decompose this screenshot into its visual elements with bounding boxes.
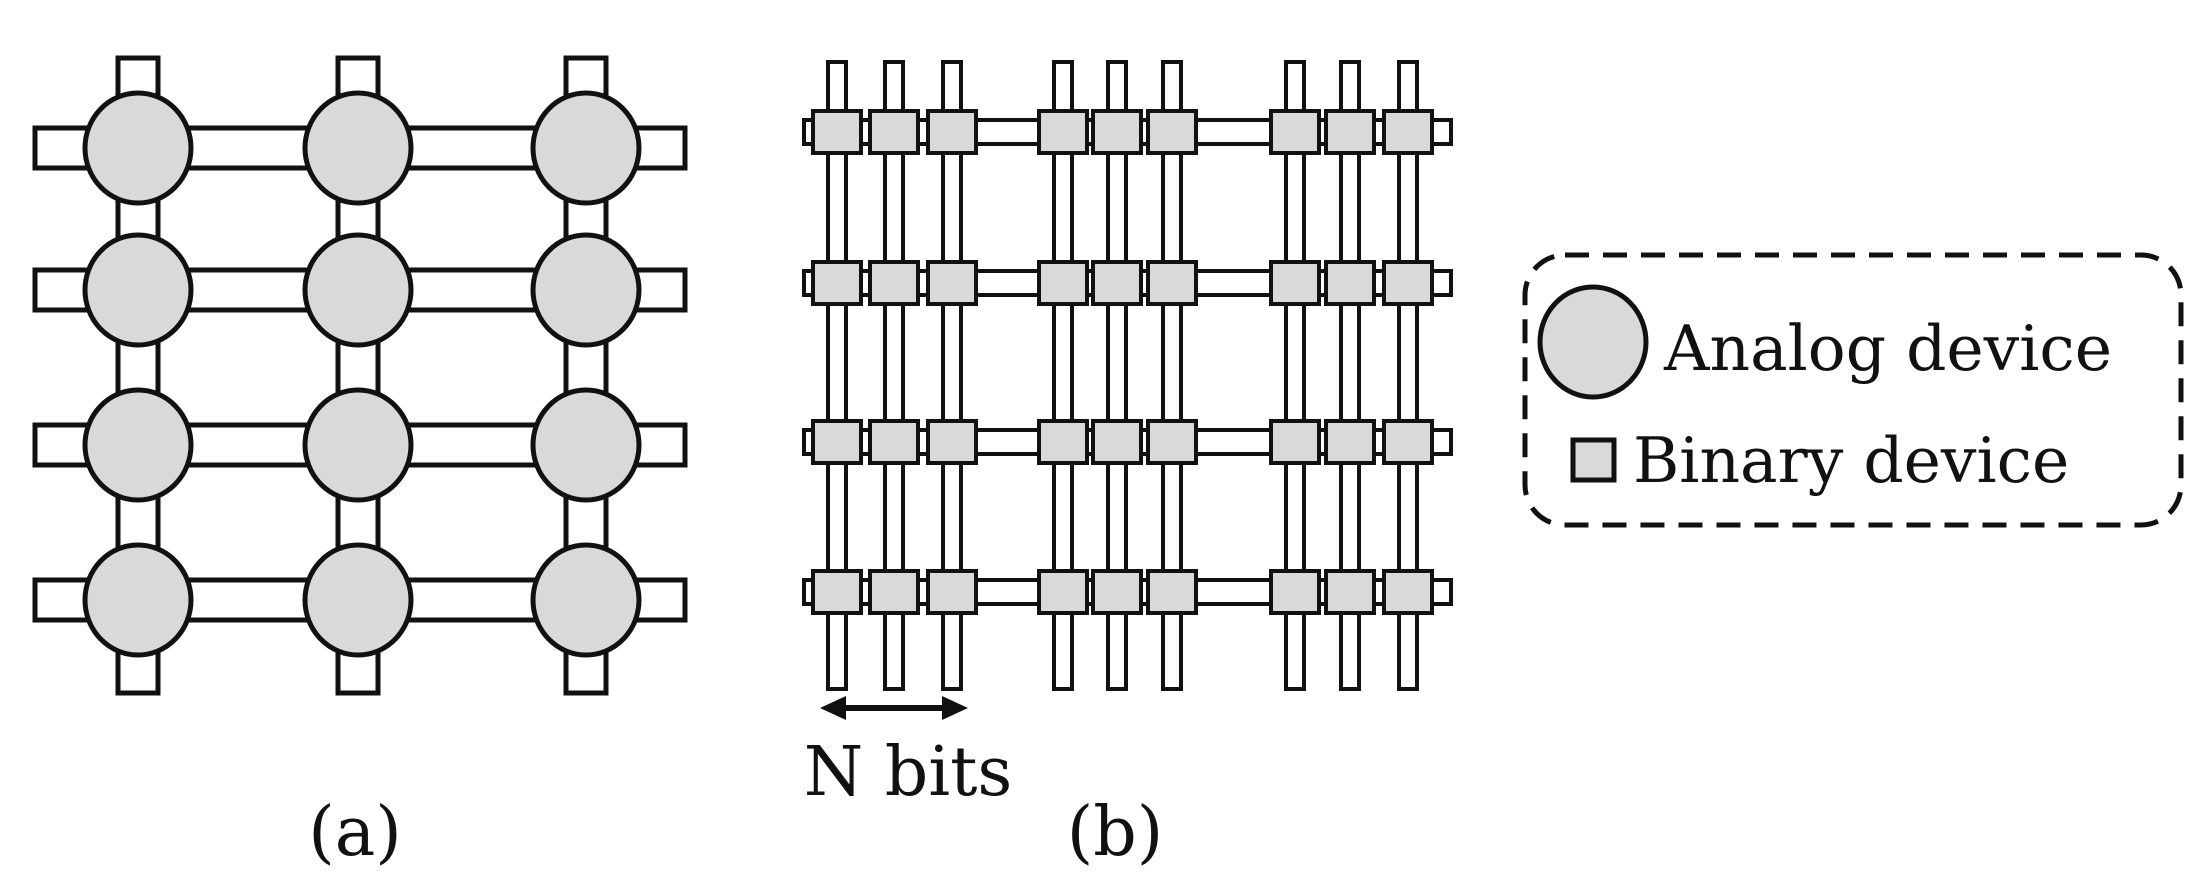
- binary-device: [1324, 569, 1376, 615]
- panel-a-label: (a): [308, 793, 402, 872]
- binary-device: [1324, 260, 1376, 306]
- bit-column-wire: [1397, 60, 1419, 691]
- binary-device: [1037, 419, 1089, 465]
- analog-device: [530, 90, 642, 206]
- binary-device: [1091, 260, 1143, 306]
- binary-device: [1382, 260, 1434, 306]
- analog-device: [530, 232, 642, 348]
- binary-device: [1324, 109, 1376, 155]
- analog-device: [530, 542, 642, 658]
- panel-b-label: (b): [1067, 793, 1164, 872]
- analog-device: [82, 90, 194, 206]
- binary-device: [811, 109, 863, 155]
- binary-device: [868, 109, 920, 155]
- bit-column-wire: [826, 60, 848, 691]
- bit-column-wire: [1106, 60, 1128, 691]
- binary-device: [1146, 109, 1198, 155]
- binary-device: [868, 260, 920, 306]
- binary-device: [811, 569, 863, 615]
- n-bits-label: N bits: [804, 733, 1013, 812]
- binary-device: [1146, 419, 1198, 465]
- binary-device: [868, 569, 920, 615]
- binary-device: [811, 419, 863, 465]
- binary-device: [1091, 109, 1143, 155]
- bit-column-wire: [941, 60, 963, 691]
- bit-column-wire: [883, 60, 905, 691]
- binary-device: [1382, 569, 1434, 615]
- binary-device: [1269, 260, 1321, 306]
- binary-device: [1037, 109, 1089, 155]
- binary-device-label: Binary device: [1633, 424, 2069, 497]
- binary-device: [1382, 109, 1434, 155]
- analog-device: [82, 542, 194, 658]
- binary-device: [1037, 260, 1089, 306]
- analog-device-icon: [1537, 284, 1649, 400]
- analog-device: [302, 542, 414, 658]
- analog-device-label: Analog device: [1663, 312, 2112, 385]
- binary-device: [926, 569, 978, 615]
- binary-device: [1382, 419, 1434, 465]
- bit-column-wire: [1284, 60, 1306, 691]
- binary-device: [926, 109, 978, 155]
- legend-box: Analog device Binary device: [1522, 252, 2184, 528]
- analog-device: [82, 232, 194, 348]
- binary-device: [811, 260, 863, 306]
- analog-device: [530, 387, 642, 503]
- binary-device-icon: [1570, 437, 1617, 483]
- binary-device: [1324, 419, 1376, 465]
- binary-device: [1091, 419, 1143, 465]
- binary-device: [1269, 109, 1321, 155]
- binary-device: [1037, 569, 1089, 615]
- binary-device: [926, 260, 978, 306]
- analog-device: [302, 90, 414, 206]
- bit-column-wire: [1052, 60, 1074, 691]
- analog-crossbar: [32, 55, 688, 696]
- bit-column-wire: [1161, 60, 1183, 691]
- binary-device: [868, 419, 920, 465]
- binary-device: [1146, 260, 1198, 306]
- binary-device: [1269, 569, 1321, 615]
- n-bits-arrow: [820, 696, 968, 720]
- binary-device: [1146, 569, 1198, 615]
- analog-device: [82, 387, 194, 503]
- binary-device: [926, 419, 978, 465]
- binary-device: [1269, 419, 1321, 465]
- binary-crossbar: [802, 60, 1453, 691]
- binary-device: [1091, 569, 1143, 615]
- analog-device: [302, 232, 414, 348]
- analog-device: [302, 387, 414, 503]
- bit-column-wire: [1339, 60, 1361, 691]
